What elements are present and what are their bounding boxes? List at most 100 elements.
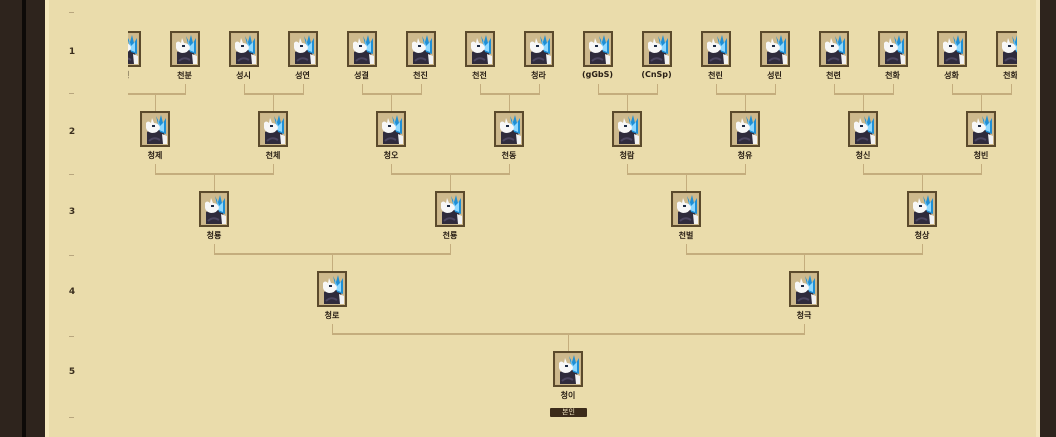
pet-card[interactable] (258, 111, 288, 147)
self-badge: 본인 (550, 408, 587, 417)
connector-parent (686, 244, 687, 253)
pet-name: 천진 (413, 71, 428, 80)
connector-child (568, 333, 569, 351)
pet-card[interactable] (936, 31, 967, 67)
pet-name: 청신 (855, 151, 871, 160)
pet-card[interactable] (553, 351, 583, 387)
pet-card[interactable] (966, 111, 996, 147)
connector-parent (214, 244, 215, 253)
connector-parent (273, 164, 274, 173)
pet-name: 천벌 (678, 231, 694, 240)
creature-portrait (231, 34, 256, 64)
creature-portrait (408, 34, 433, 64)
pet-card[interactable] (700, 31, 731, 67)
connector-parent (479, 84, 481, 93)
pet-card[interactable] (140, 111, 170, 147)
pet-card[interactable] (435, 191, 465, 227)
connector-child (273, 93, 274, 111)
creature-portrait (851, 114, 875, 144)
pet-card[interactable] (759, 31, 790, 67)
pet-card[interactable] (789, 271, 819, 307)
row-divider-tick (69, 93, 74, 94)
connector-child (509, 93, 510, 111)
pet-name: 성시 (236, 71, 251, 80)
pedigree-tree: 청 천분 성시 성연 성결 천진 천전 청라 (gGbS) (CnSp) 천린 … (128, 0, 1017, 437)
creature-portrait (128, 34, 138, 64)
connector-child (450, 173, 451, 191)
creature-portrait (998, 34, 1017, 64)
pet-card[interactable] (671, 191, 701, 227)
connector-parent (509, 164, 510, 173)
pet-name: 천화 (1003, 71, 1017, 80)
pet-card[interactable] (128, 31, 141, 67)
row-divider-tick (69, 12, 74, 13)
pet-card[interactable] (199, 191, 229, 227)
pet-card[interactable] (464, 31, 495, 67)
pet-card[interactable] (818, 31, 849, 67)
connector-parent (597, 84, 599, 93)
pet-name: 천전 (472, 71, 487, 80)
creature-portrait (320, 274, 344, 304)
pet-name: 청유 (737, 151, 753, 160)
pet-card[interactable] (995, 31, 1017, 67)
connector-parent (420, 84, 422, 93)
row-divider-tick (69, 174, 74, 175)
connector-parent (981, 164, 982, 173)
pet-card[interactable] (641, 31, 672, 67)
generation-label: 4 (68, 287, 76, 297)
pet-card[interactable] (346, 31, 377, 67)
creature-portrait (261, 114, 285, 144)
pet-card[interactable] (523, 31, 554, 67)
creature-portrait (792, 274, 816, 304)
creature-portrait (202, 194, 226, 224)
right-panel (1040, 0, 1056, 437)
pet-card[interactable] (317, 271, 347, 307)
pet-name: 청제 (147, 151, 163, 160)
pet-card[interactable] (612, 111, 642, 147)
pet-name: (CnSp) (641, 70, 672, 79)
connector-child (922, 173, 923, 191)
pet-card[interactable] (287, 31, 318, 67)
connector-parent (391, 164, 392, 173)
pet-card[interactable] (494, 111, 524, 147)
creature-portrait (438, 194, 462, 224)
creature-portrait (762, 34, 787, 64)
connector-parent (922, 244, 923, 253)
panel-edge (45, 0, 49, 437)
connector-parent (184, 84, 186, 93)
pet-card[interactable] (848, 111, 878, 147)
connector-parent (450, 244, 451, 253)
pet-card[interactable] (877, 31, 908, 67)
pet-card[interactable] (405, 31, 436, 67)
connector-child (155, 93, 156, 111)
pet-card[interactable] (228, 31, 259, 67)
creature-portrait (615, 114, 639, 144)
pet-card[interactable] (907, 191, 937, 227)
creature-portrait (674, 194, 698, 224)
creature-portrait (733, 114, 757, 144)
pet-name: (gGbS) (581, 70, 614, 79)
pet-name: 청람 (619, 151, 635, 160)
pet-card[interactable] (376, 111, 406, 147)
pet-name: 청이 (560, 391, 576, 400)
row-divider-tick (69, 417, 74, 418)
creature-portrait (497, 114, 521, 144)
creature-portrait (939, 34, 964, 64)
pet-name: 천린 (708, 71, 723, 80)
connector-parent (627, 164, 628, 173)
pet-name: 청라 (531, 71, 546, 80)
connector-parent (804, 324, 805, 333)
connector-parent (656, 84, 658, 93)
pet-name: 청상 (914, 231, 930, 240)
connector-child (214, 173, 215, 191)
creature-portrait (290, 34, 315, 64)
pet-card[interactable] (169, 31, 200, 67)
left-panel (0, 0, 45, 437)
pet-name: 천련 (826, 71, 841, 80)
pet-name: 천분 (177, 71, 192, 80)
generation-label: 3 (68, 207, 76, 217)
pet-card[interactable] (730, 111, 760, 147)
connector-child (627, 93, 628, 111)
creature-portrait (821, 34, 846, 64)
pet-card[interactable] (582, 31, 613, 67)
